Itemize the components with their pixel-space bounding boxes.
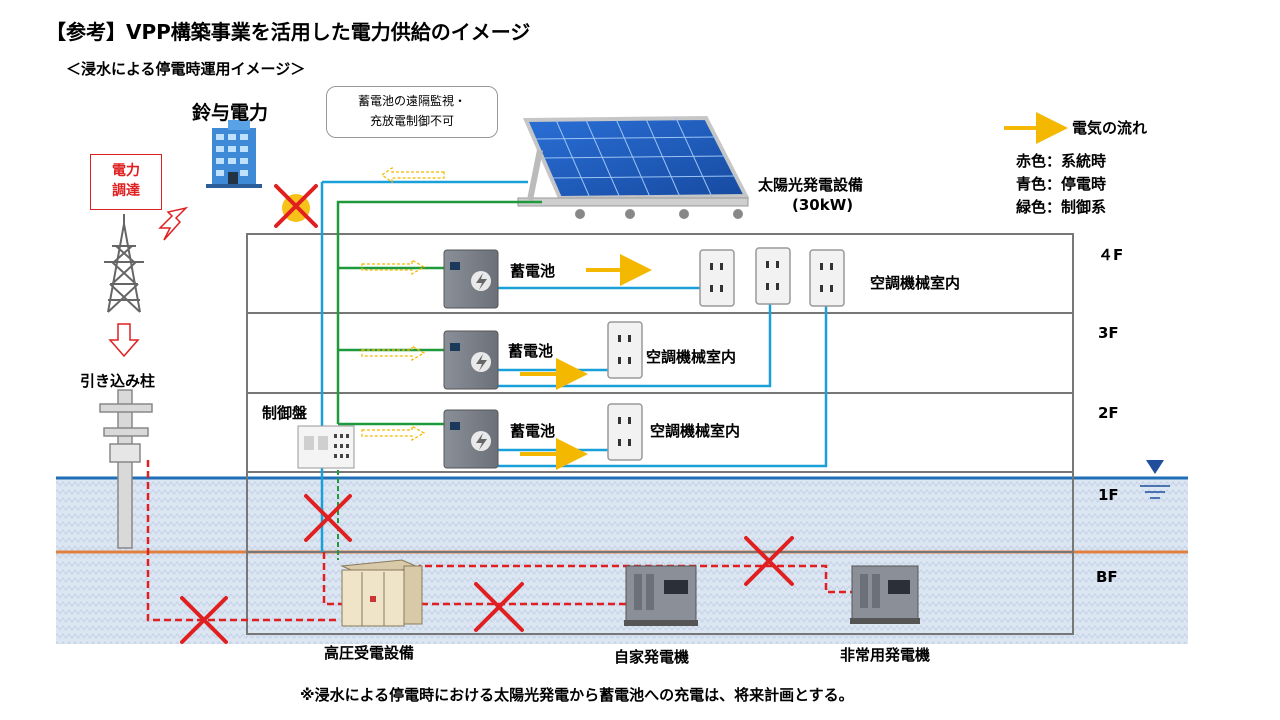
outlet-icons xyxy=(607,247,845,461)
battery-unit-2f xyxy=(443,409,499,469)
blue-power-lines xyxy=(320,180,828,552)
battery-unit-4f xyxy=(443,249,499,309)
battery-label-3f: 蓄電池 xyxy=(508,342,554,360)
legend-blue: 青色：停電時 xyxy=(1016,175,1107,193)
bubble-line-1: 蓄電池の遠隔監視・ xyxy=(357,94,466,108)
ac-room-label-3f: 空調機械室内 xyxy=(646,348,737,366)
procurement-line-1: 電力 xyxy=(112,163,140,179)
transmission-tower-icon xyxy=(104,214,144,313)
utility-pole-icon xyxy=(99,389,153,549)
procurement-arrow-icon xyxy=(158,206,189,241)
future-charge-arrows xyxy=(361,166,445,442)
floor-label-2f: 2F xyxy=(1098,404,1119,422)
hv-receiving-equipment-icon xyxy=(340,559,423,627)
down-arrow-icon xyxy=(108,323,140,358)
office-building-icon xyxy=(206,120,262,188)
cross-mark-1f xyxy=(304,494,352,542)
procurement-box: 電力 調達 xyxy=(90,154,162,210)
red-grid-lines xyxy=(146,460,852,622)
cross-mark-grid-supply xyxy=(274,184,318,228)
cross-marks xyxy=(180,184,794,644)
battery-label-4f: 蓄電池 xyxy=(510,262,556,280)
power-flow-arrows xyxy=(520,112,1068,470)
page-title: 【参考】VPP構築事業を活用した電力供給のイメージ xyxy=(46,20,531,44)
outlet-slots xyxy=(618,261,833,446)
speech-bubble: 蓄電池の遠隔監視・ 充放電制御不可 xyxy=(326,86,498,138)
hv-receiving-label: 高圧受電設備 xyxy=(324,644,415,662)
page-subtitle: ＜浸水による停電時運用イメージ＞ xyxy=(66,60,306,78)
bubble-line-2: 充放電制御不可 xyxy=(369,114,454,128)
solar-panel-icon xyxy=(517,115,750,219)
legend-green: 緑色：制御系 xyxy=(1016,198,1107,216)
cross-mark-pole-line xyxy=(180,596,228,644)
floor-label-3f: 3F xyxy=(1098,324,1119,342)
procurement-line-2: 調達 xyxy=(112,183,140,199)
utility-pole-label: 引き込み柱 xyxy=(80,372,156,390)
ac-room-label-4f: 空調機械室内 xyxy=(870,274,961,292)
floor-label-1f: 1F xyxy=(1098,486,1119,504)
green-control-lines xyxy=(336,200,542,426)
battery-unit-3f xyxy=(443,330,499,390)
emergency-generator-icon xyxy=(850,565,920,624)
emergency-generator-label: 非常用発電機 xyxy=(840,646,931,664)
building-outline xyxy=(246,233,1074,635)
footnote: ※浸水による停電時における太陽光発電から蓄電池への充電は、将来計画とする。 xyxy=(300,686,854,704)
water-level-icon xyxy=(1140,460,1170,499)
floor-label-4f: ４F xyxy=(1098,246,1124,264)
company-name: 鈴与電力 xyxy=(192,102,269,124)
cross-mark-private-gen xyxy=(474,582,524,632)
legend-flow-label: 電気の流れ xyxy=(1072,119,1148,137)
solar-label-line2: (30kW) xyxy=(792,196,854,214)
floor-label-bf: BF xyxy=(1096,568,1118,586)
solar-label-line1: 太陽光発電設備 xyxy=(758,176,864,194)
private-generator-icon xyxy=(624,565,698,626)
private-generator-label: 自家発電機 xyxy=(614,648,690,666)
cross-mark-emergency-gen xyxy=(744,536,794,586)
ac-room-label-2f: 空調機械室内 xyxy=(650,422,741,440)
control-panel-label: 制御盤 xyxy=(262,404,308,422)
flood-water-area xyxy=(56,478,1188,644)
control-panel-icon xyxy=(297,425,355,469)
battery-label-2f: 蓄電池 xyxy=(510,422,556,440)
legend-red: 赤色：系統時 xyxy=(1016,152,1107,170)
